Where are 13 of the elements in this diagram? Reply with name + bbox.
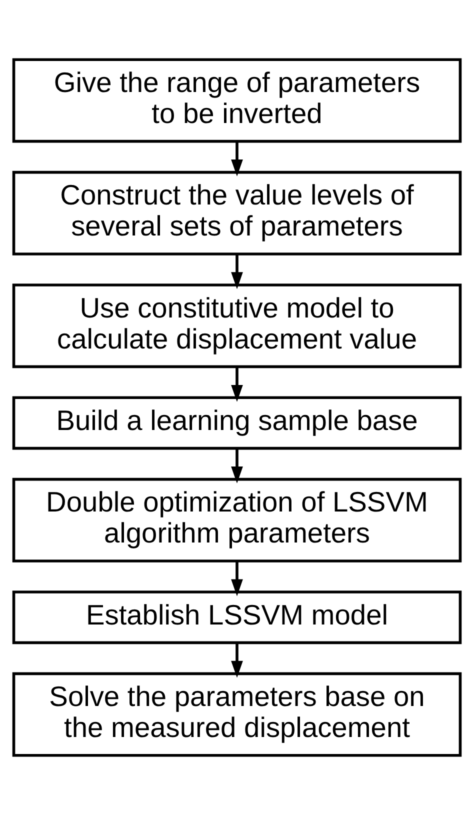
node-box: Construct the value levels of several sets of parameters xyxy=(12,170,462,256)
arrow xyxy=(231,561,243,596)
node-box: Solve the parameters base on the measured displacement xyxy=(12,672,462,757)
arrow xyxy=(231,643,243,678)
node-box: Build a learning sample base xyxy=(12,396,462,450)
node-box: Double optimization of LSSVM algorithm parameters xyxy=(12,478,462,562)
node-box: Establish LSSVM model xyxy=(12,590,462,644)
arrow xyxy=(231,448,243,484)
arrow xyxy=(231,142,243,176)
arrow xyxy=(231,366,243,402)
node-box: Use constitutive model to calculate displacement value xyxy=(12,284,462,368)
node-box: Give the range of parameters to be inverted xyxy=(12,58,462,143)
arrow xyxy=(231,254,243,290)
